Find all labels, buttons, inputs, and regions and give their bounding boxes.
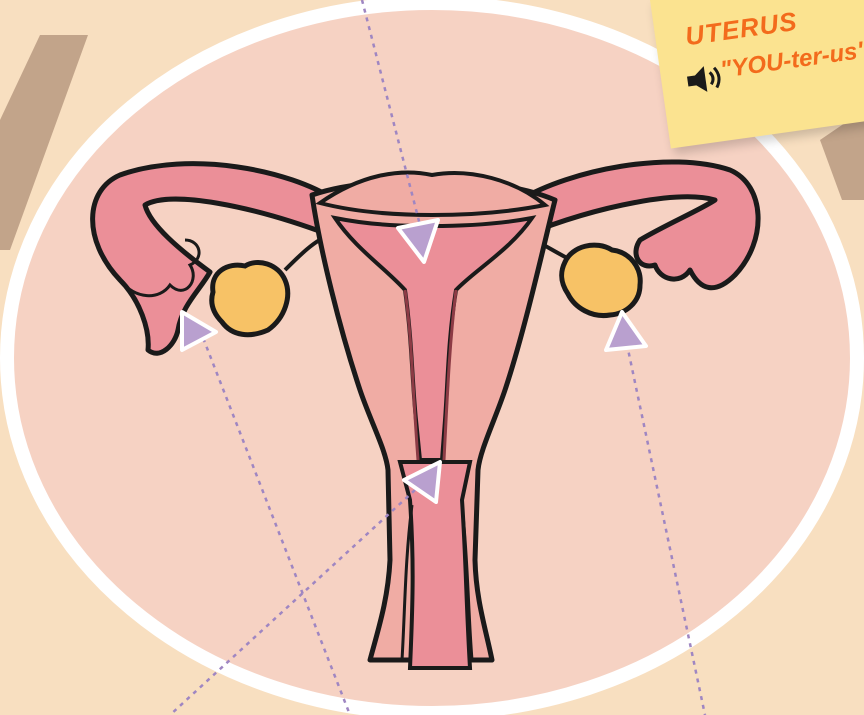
left-ovary [212,262,288,334]
term-word: UTERUS [683,6,799,52]
right-ovary [562,245,641,315]
